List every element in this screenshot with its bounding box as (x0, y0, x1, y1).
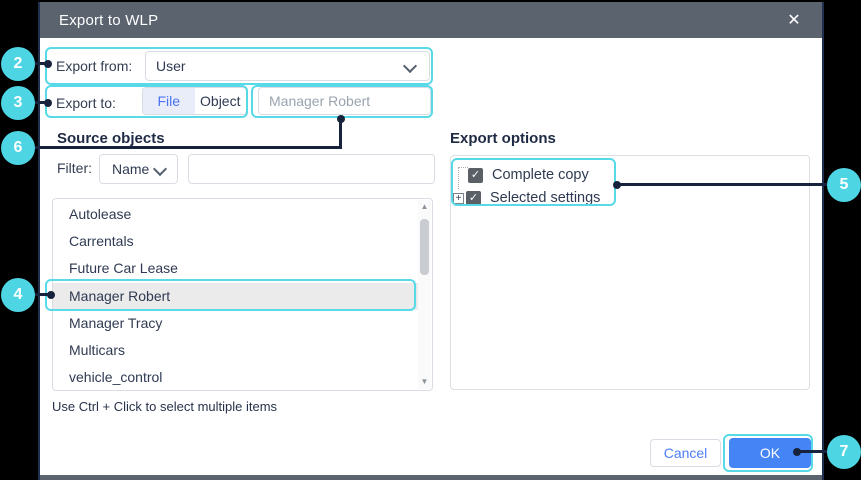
callout-line (618, 183, 829, 186)
export-name-input[interactable] (259, 88, 430, 114)
callout-badge-2: 2 (1, 47, 35, 81)
source-objects-list: Autolease Carrentals Future Car Lease Ma… (52, 198, 433, 391)
tree-row-selected-settings: + ✓ Selected settings (453, 187, 600, 209)
list-item[interactable]: vehicle_control (69, 369, 163, 386)
export-from-value: User (156, 58, 186, 74)
chevron-down-icon (152, 161, 168, 177)
export-from-dropdown[interactable]: User (145, 51, 430, 81)
checkbox-checked-icon[interactable]: ✓ (468, 167, 483, 183)
list-item[interactable]: Multicars (69, 341, 126, 358)
export-options-panel: ✓ Complete copy + ✓ Selected settings (450, 155, 810, 390)
export-to-wlp-dialog: Export to WLP ✕ Export from: User Export… (38, 2, 824, 480)
multi-select-hint: Use Ctrl + Click to select multiple item… (52, 399, 278, 414)
export-to-object-option[interactable]: Object (200, 93, 241, 109)
callout-dot (47, 291, 55, 299)
export-options-heading: Export options (450, 130, 556, 147)
dialog-bottom-edge (40, 475, 822, 480)
list-item[interactable]: Manager Tracy (69, 314, 163, 331)
dialog-title: Export to WLP (59, 11, 159, 29)
tree-lines (458, 167, 468, 189)
callout-badge-5: 5 (827, 168, 861, 202)
callout-dot (337, 115, 345, 123)
list-item-selected[interactable]: Manager Robert (53, 282, 418, 310)
filter-label: Filter: (57, 160, 92, 176)
export-from-label: Export from: (56, 58, 133, 74)
callout-badge-7: 7 (827, 435, 861, 469)
list-scrollbar[interactable]: ▲ ▼ (418, 200, 431, 389)
tree-option-label[interactable]: Complete copy (492, 167, 589, 183)
scroll-up-icon[interactable]: ▲ (420, 202, 429, 211)
callout-dot (793, 448, 801, 456)
scrollbar-thumb[interactable] (420, 219, 429, 275)
cancel-button[interactable]: Cancel (650, 439, 721, 467)
filter-input[interactable] (189, 155, 434, 183)
scroll-down-icon[interactable]: ▼ (420, 377, 429, 386)
export-to-file-option[interactable]: File (143, 88, 195, 114)
callout-line (33, 293, 51, 296)
callout-line (33, 146, 342, 149)
filter-input-wrap (188, 154, 435, 184)
list-item[interactable]: Autolease (69, 206, 132, 222)
list-item[interactable]: Carrentals (69, 233, 134, 250)
callout-line (33, 62, 49, 65)
callout-badge-4: 4 (1, 278, 35, 312)
tree-option-label[interactable]: Selected settings (490, 190, 601, 206)
callout-dot (44, 60, 52, 68)
dialog-header: Export to WLP (40, 2, 822, 38)
callout-line (797, 450, 829, 453)
expand-plus-icon[interactable]: + (453, 192, 464, 204)
filter-field-value: Name (112, 161, 150, 177)
callout-badge-3: 3 (1, 86, 35, 120)
source-objects-heading: Source objects (57, 130, 165, 147)
tree-row-complete-copy: ✓ Complete copy (468, 164, 589, 186)
close-icon[interactable]: ✕ (787, 12, 801, 29)
export-to-label: Export to: (56, 95, 116, 111)
checkbox-checked-icon[interactable]: ✓ (466, 190, 481, 206)
export-to-segmented-control: File Object (142, 87, 247, 115)
callout-dot (613, 181, 621, 189)
chevron-down-icon (402, 58, 418, 74)
callout-badge-6: 6 (1, 131, 35, 165)
filter-field-dropdown[interactable]: Name (99, 154, 178, 184)
list-item[interactable]: Future Car Lease (69, 260, 178, 277)
callout-line (33, 101, 49, 104)
export-name-field-wrap (258, 87, 431, 115)
callout-dot (44, 99, 52, 107)
callout-line (339, 121, 342, 149)
